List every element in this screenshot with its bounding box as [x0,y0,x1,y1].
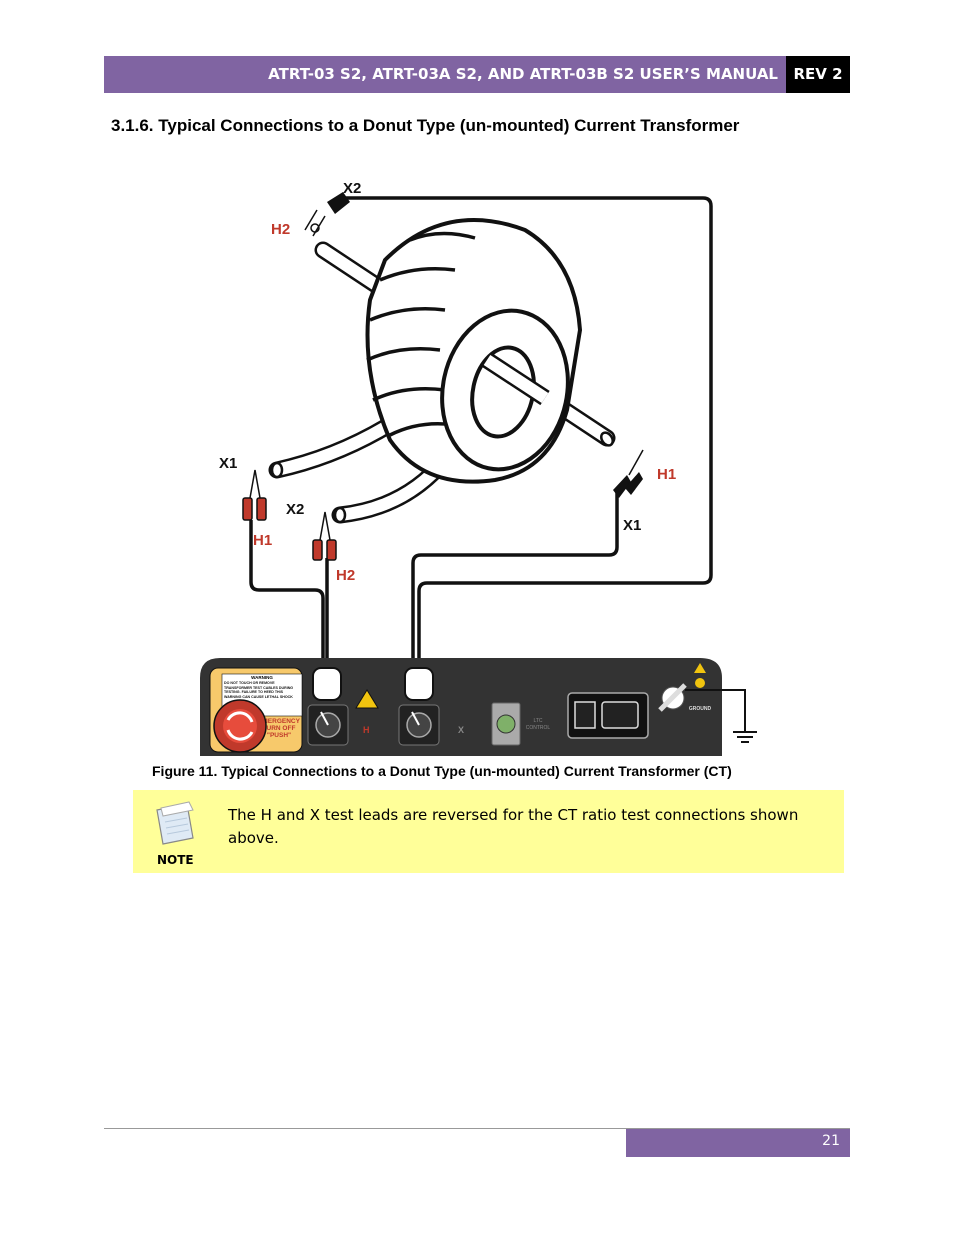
clip-left [242,469,267,521]
label-h1-right: H1 [657,466,676,483]
power-inlet[interactable] [567,692,649,739]
label-h2-top: H2 [271,221,290,238]
warning-text: DO NOT TOUCH OR REMOVE TRANSFORMER TEST … [224,681,294,699]
ground-symbol-icon [695,678,705,688]
ltc-label-1: LTC [533,718,542,724]
page-number: 21 [822,1133,840,1149]
ground-terminal[interactable] [658,683,687,712]
label-h1-left: H1 [253,532,272,549]
emergency-label-1: EMERGENCY [258,718,301,725]
note-text: The H and X test leads are reversed for … [228,806,799,847]
h-cable-left-wire [249,520,325,675]
footer-bar: 21 [626,1129,850,1157]
section-title: 3.1.6. Typical Connections to a Donut Ty… [111,116,740,135]
ltc-label-2: CONTROL [526,725,551,731]
earth-ground-icon [685,689,757,743]
clip-top [304,192,350,237]
clip-mid [312,511,337,561]
donut-current-transformer [365,218,583,484]
x-cable-top-wire [345,196,713,675]
hazard-icon [355,689,379,709]
label-x2-top: X2 [343,180,361,197]
emergency-label-2: TURN OFF [263,725,296,732]
ltc-control-connector[interactable] [491,702,521,746]
label-h2-mid: H2 [336,567,355,584]
h-connector[interactable] [307,667,349,746]
revision-badge: REV 2 [786,56,850,93]
h-terminal-label: H [363,725,370,735]
manual-title: ATRT-03 S2, ATRT-03A S2, AND ATRT-03B S2… [268,65,778,83]
clip-right [613,449,644,498]
x-terminal-label: X [458,725,464,735]
notepad-icon [156,801,194,845]
note-label: NOTE [157,853,194,867]
emergency-stop-button[interactable] [213,699,267,753]
note-box: NOTE The H and X test leads are reversed… [133,790,844,873]
emergency-label-3: "PUSH" [267,732,291,739]
x-connector[interactable] [398,667,440,746]
label-x2-mid: X2 [286,501,304,518]
x-cable-right-wire [411,492,619,675]
label-x1-right: X1 [623,517,641,534]
ground-label: GROUND [689,706,712,712]
figure-caption: Figure 11. Typical Connections to a Donu… [152,763,732,779]
instrument-panel: WARNING DO NOT TOUCH OR REMOVE TRANSFORM… [200,658,722,756]
label-x1-left: X1 [219,455,237,472]
ct-connection-diagram: X2 H2 X1 H1 X2 H2 H1 X1 WARNING DO NOT T… [200,180,757,756]
caution-icon [694,663,706,673]
header-bar: ATRT-03 S2, ATRT-03A S2, AND ATRT-03B S2… [104,56,850,93]
footer-rule [104,1128,850,1129]
warning-heading: WARNING [251,675,273,680]
